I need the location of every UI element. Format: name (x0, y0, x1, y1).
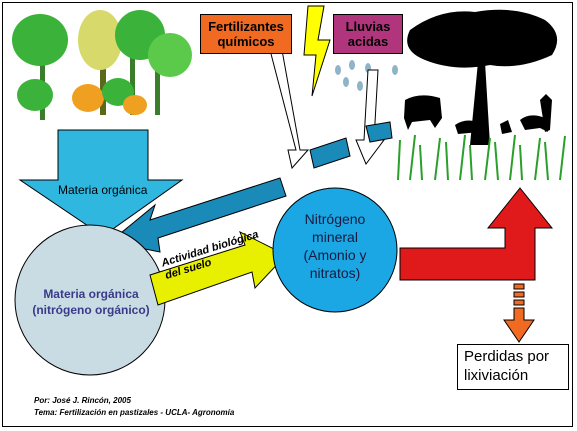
savanna-illustration (397, 9, 566, 181)
organic-nitrogen-label: Materia orgánica (nitrógeno orgánico) (32, 287, 150, 317)
lightning-bolt (303, 5, 331, 97)
biological-activity-arrow (149, 230, 287, 306)
organic-matter-arrow-label: Materia orgánica (58, 183, 148, 197)
plant-uptake-arrow (399, 187, 554, 281)
leaching-losses-box: Perdidas por lixiviación (457, 344, 569, 390)
fertilizers-box: Fertilizantes químicos (200, 14, 292, 54)
credit-author: Por: José J. Rincón, 2005 (34, 396, 131, 405)
acid-rain-box: Lluvias acidas (333, 14, 403, 54)
mineral-nitrogen-label: Nitrógeno mineral (Amonio y nitratos) (303, 211, 367, 281)
rain-drops (335, 60, 398, 91)
fertilizer-arrow (269, 49, 310, 170)
leaching-arrow (503, 283, 535, 343)
mineral-nitrogen-circle (272, 187, 398, 313)
residue-return-arrow (108, 121, 393, 253)
organic-matter-arrow (18, 129, 184, 237)
trees-illustration (12, 10, 192, 120)
credit-topic: Tema: Fertilización en pastizales - UCLA… (34, 408, 235, 417)
